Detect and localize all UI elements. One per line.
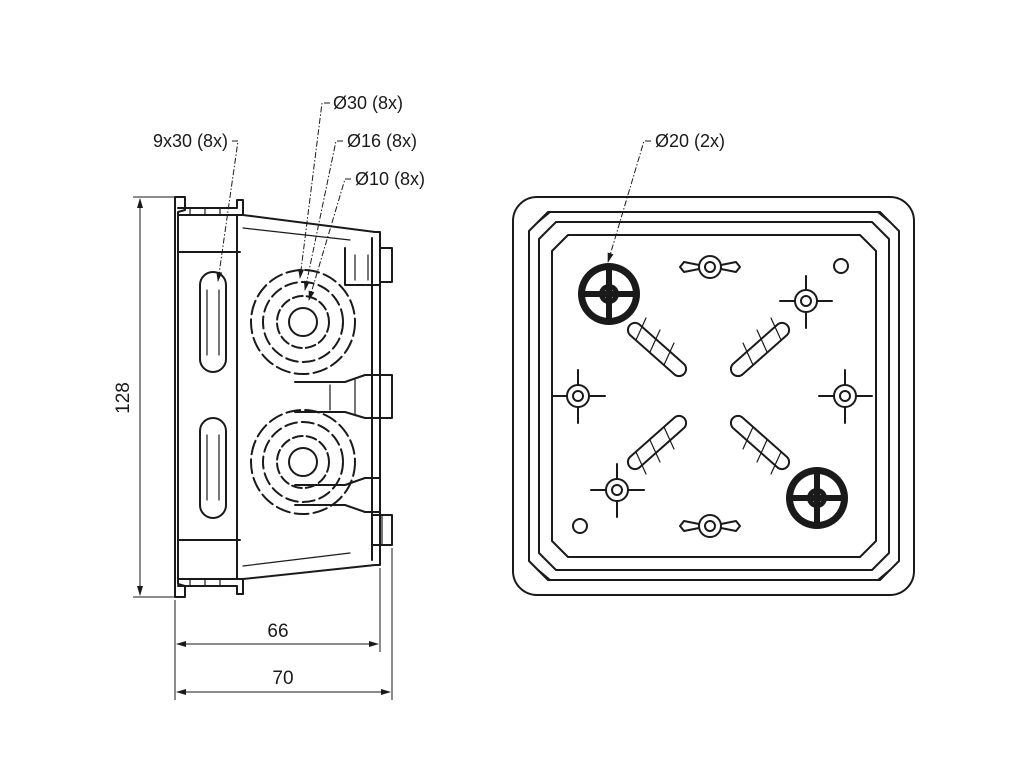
bottom-rim xyxy=(177,578,244,595)
rib-slot-top-right xyxy=(729,317,791,378)
front-view: Ø20 (2x) xyxy=(512,131,915,596)
inner-frame-2 xyxy=(538,221,890,571)
knockout-group-lower xyxy=(250,409,356,515)
depth-outer-dimension: 70 xyxy=(272,668,293,689)
screw-boss-left-bottom xyxy=(590,463,645,518)
back-boss-mid xyxy=(294,374,393,419)
screw-boss-right-mid xyxy=(818,369,873,424)
knockout-20-top-left xyxy=(578,263,640,325)
knockout-10-callout: Ø10 (8x) xyxy=(355,169,425,189)
knockout-16-callout: Ø16 (8x) xyxy=(347,131,417,151)
knockout-20-callout: Ø20 (2x) xyxy=(655,131,725,151)
rib-slot-bottom-left xyxy=(626,414,688,475)
side-view: 128 66 70 9x30 (8x) Ø30 (8x) Ø16 (8x) Ø1… xyxy=(113,93,425,700)
height-dimension: 128 xyxy=(113,382,134,414)
knockout-20-bottom-right xyxy=(786,467,848,529)
inner-frame-3 xyxy=(551,234,877,558)
rib-slot-bottom-right xyxy=(729,414,791,475)
depth-inner-dimension: 66 xyxy=(267,621,288,642)
screw-boss-right-top xyxy=(779,275,833,329)
lug-bottom xyxy=(679,514,741,538)
knockout-30-callout: Ø30 (8x) xyxy=(333,93,403,113)
rib-slot-top-left xyxy=(626,317,688,378)
knockout-group-upper xyxy=(250,269,356,375)
box-body xyxy=(242,214,381,580)
outer-frame xyxy=(512,196,915,596)
back-boss-bottom xyxy=(294,477,381,513)
front-flange xyxy=(174,196,186,598)
lug-top xyxy=(679,255,741,279)
top-rim xyxy=(177,199,244,216)
back-boss-top xyxy=(344,247,393,286)
slot-callout: 9x30 (8x) xyxy=(153,131,228,151)
screw-boss-left-mid xyxy=(551,369,606,424)
slot-knockouts xyxy=(199,271,227,519)
